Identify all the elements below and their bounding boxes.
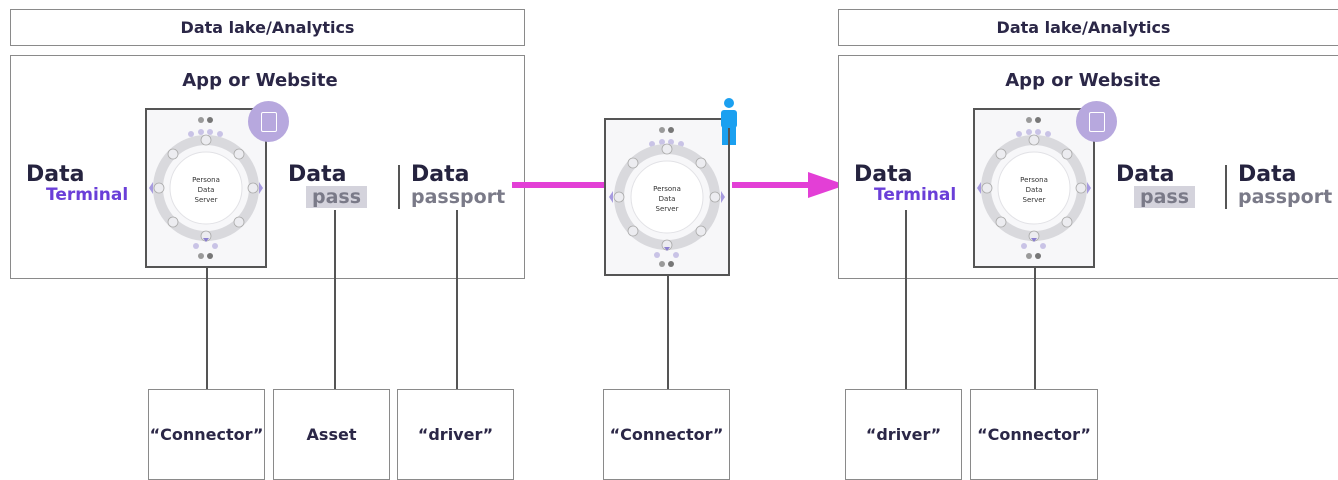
side-arrows xyxy=(149,182,263,194)
left-driver-box: “driver” xyxy=(397,389,514,480)
svg-text:Data: Data xyxy=(1026,186,1043,194)
right-driver-box: “driver” xyxy=(845,389,962,480)
left-data-passport-logo: Data passport xyxy=(411,162,506,209)
left-line-server xyxy=(206,268,208,389)
right-persona-server: Persona Data Server xyxy=(973,108,1095,268)
left-data-pass-logo: Data pass xyxy=(288,164,368,208)
left-app-container xyxy=(10,55,525,279)
left-connector-box: “Connector” xyxy=(148,389,265,480)
arrow-head xyxy=(808,172,846,198)
left-asset-box: Asset xyxy=(273,389,390,480)
left-logo-separator xyxy=(398,165,400,209)
right-line-terminal xyxy=(905,210,907,389)
svg-text:Data: Data xyxy=(659,195,676,203)
right-data-lake-label: Data lake/Analytics xyxy=(996,18,1171,37)
right-data-terminal-logo: Data Terminal xyxy=(854,162,957,205)
left-line-passport xyxy=(456,210,458,389)
left-app-title: App or Website xyxy=(182,70,338,91)
arrow-segment-right xyxy=(732,182,812,188)
persona-server-diagram: Persona Data Server xyxy=(149,117,263,259)
middle-line-server xyxy=(667,276,669,389)
person-icon xyxy=(721,98,737,145)
right-data-passport-logo: Data passport xyxy=(1238,162,1333,209)
persona-server-diagram: Persona Data Server xyxy=(977,117,1091,259)
ring-icons xyxy=(153,134,259,242)
middle-connector-box: “Connector” xyxy=(603,389,730,480)
middle-persona-server: Persona Data Server xyxy=(604,118,730,276)
right-app-title: App or Website xyxy=(1005,70,1161,91)
right-logo-separator xyxy=(1225,165,1227,209)
calculator-icon xyxy=(248,101,289,142)
left-data-lake-bar: Data lake/Analytics xyxy=(10,9,525,46)
persona-server-diagram: Persona Data Server xyxy=(609,127,725,267)
right-line-server xyxy=(1034,268,1036,389)
calculator-icon xyxy=(1076,101,1117,142)
right-connector-box: “Connector” xyxy=(970,389,1098,480)
left-persona-server: Persona Data Server xyxy=(145,108,267,268)
svg-text:Persona: Persona xyxy=(653,185,681,193)
svg-text:Server: Server xyxy=(656,205,679,213)
svg-text:Server: Server xyxy=(195,196,218,204)
left-data-lake-label: Data lake/Analytics xyxy=(180,18,355,37)
right-data-pass-logo: Data pass xyxy=(1116,164,1196,208)
left-line-pass xyxy=(334,210,336,389)
svg-text:Persona: Persona xyxy=(1020,176,1048,184)
svg-text:Server: Server xyxy=(1023,196,1046,204)
left-data-terminal-logo: Data Terminal xyxy=(26,162,129,205)
server-dots-bottom xyxy=(193,238,218,259)
right-data-lake-bar: Data lake/Analytics xyxy=(838,9,1338,46)
flow-arrow xyxy=(512,172,846,198)
server-dots-top xyxy=(188,117,223,140)
svg-text:Data: Data xyxy=(198,186,215,194)
svg-text:Persona: Persona xyxy=(192,176,220,184)
arrow-segment-left xyxy=(512,182,604,188)
